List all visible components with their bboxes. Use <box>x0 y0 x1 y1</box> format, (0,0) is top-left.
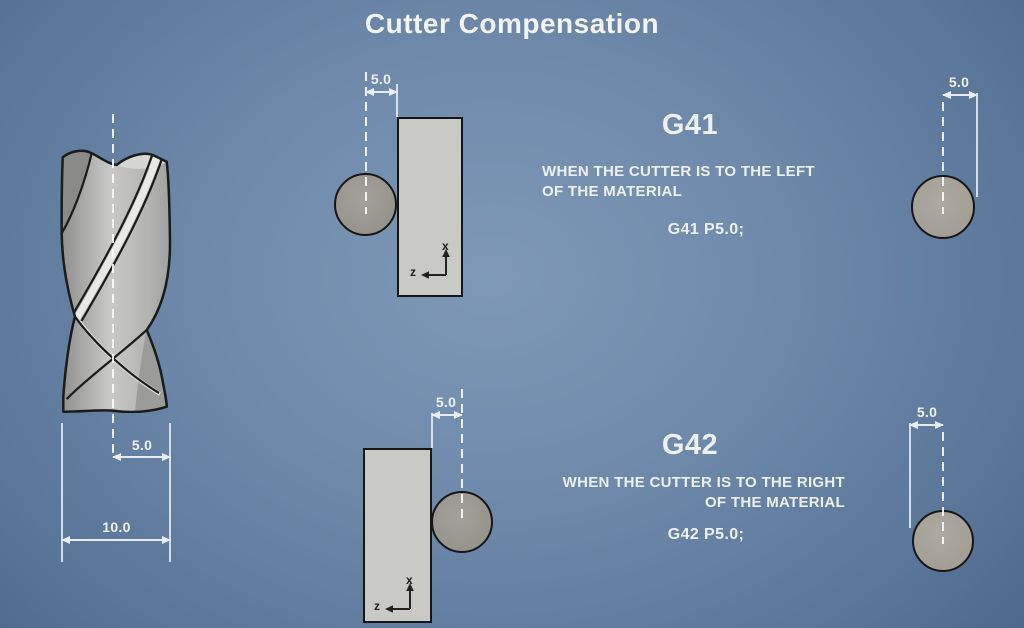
g41-offset-radius-dimension <box>942 91 978 99</box>
g41-axes-icon <box>421 249 450 279</box>
page-title: Cutter Compensation <box>364 8 660 39</box>
g41-offset-ext-line <box>976 93 978 197</box>
g42-offset-ext-line <box>909 423 911 528</box>
g42-code: G42 P5.0; <box>667 526 745 543</box>
g41-axis-x-label: x <box>442 239 449 253</box>
g42-offset-dimension <box>431 411 463 419</box>
g42-description-line2: OF THE MATERIAL <box>704 494 845 511</box>
g41-axis-z-label: z <box>410 265 416 279</box>
g41-material-ext-line <box>396 84 398 117</box>
g41-offset-label: 5.0 <box>370 71 392 87</box>
g42-offset-radius-dimension <box>909 421 944 429</box>
tool-radius-dimension <box>112 453 171 461</box>
tool-diameter-dimension <box>61 536 171 544</box>
g42-material-block <box>363 448 432 623</box>
g42-material-ext-line <box>431 413 433 448</box>
g41-description-line1: WHEN THE CUTTER IS TO THE LEFT <box>542 163 815 180</box>
tool-centerline <box>112 114 114 458</box>
tool-ext-line-right <box>169 423 171 562</box>
tool-ext-line-left <box>61 423 63 562</box>
g41-material-block <box>397 117 463 297</box>
g41-description-line2: OF THE MATERIAL <box>542 183 683 200</box>
g42-offset-label: 5.0 <box>435 394 457 410</box>
g41-offset-radius-label: 5.0 <box>948 74 970 90</box>
g42-axis-z-label: z <box>374 599 380 613</box>
g42-axes-icon <box>385 583 414 613</box>
tool-radius-label: 5.0 <box>131 437 153 453</box>
tool-diameter-label: 10.0 <box>102 519 131 535</box>
g41-offset-centerline <box>942 102 944 214</box>
end-mill-illustration <box>60 149 172 413</box>
g41-code: G41 P5.0; <box>667 221 745 238</box>
g41-cutter-centerline <box>365 72 367 214</box>
g42-offset-centerline <box>942 432 944 544</box>
g42-description: WHEN THE CUTTER IS TO THE RIGHT OF THE M… <box>535 473 845 513</box>
g41-description: WHEN THE CUTTER IS TO THE LEFT OF THE MA… <box>542 162 852 202</box>
g42-description-line1: WHEN THE CUTTER IS TO THE RIGHT <box>562 474 845 491</box>
g42-offset-radius-label: 5.0 <box>916 404 938 420</box>
g41-heading: G41 <box>661 109 719 141</box>
g42-axis-x-label: x <box>406 573 413 587</box>
g42-heading: G42 <box>661 429 719 461</box>
g41-offset-dimension <box>365 88 398 96</box>
g42-cutter-centerline <box>461 389 463 522</box>
